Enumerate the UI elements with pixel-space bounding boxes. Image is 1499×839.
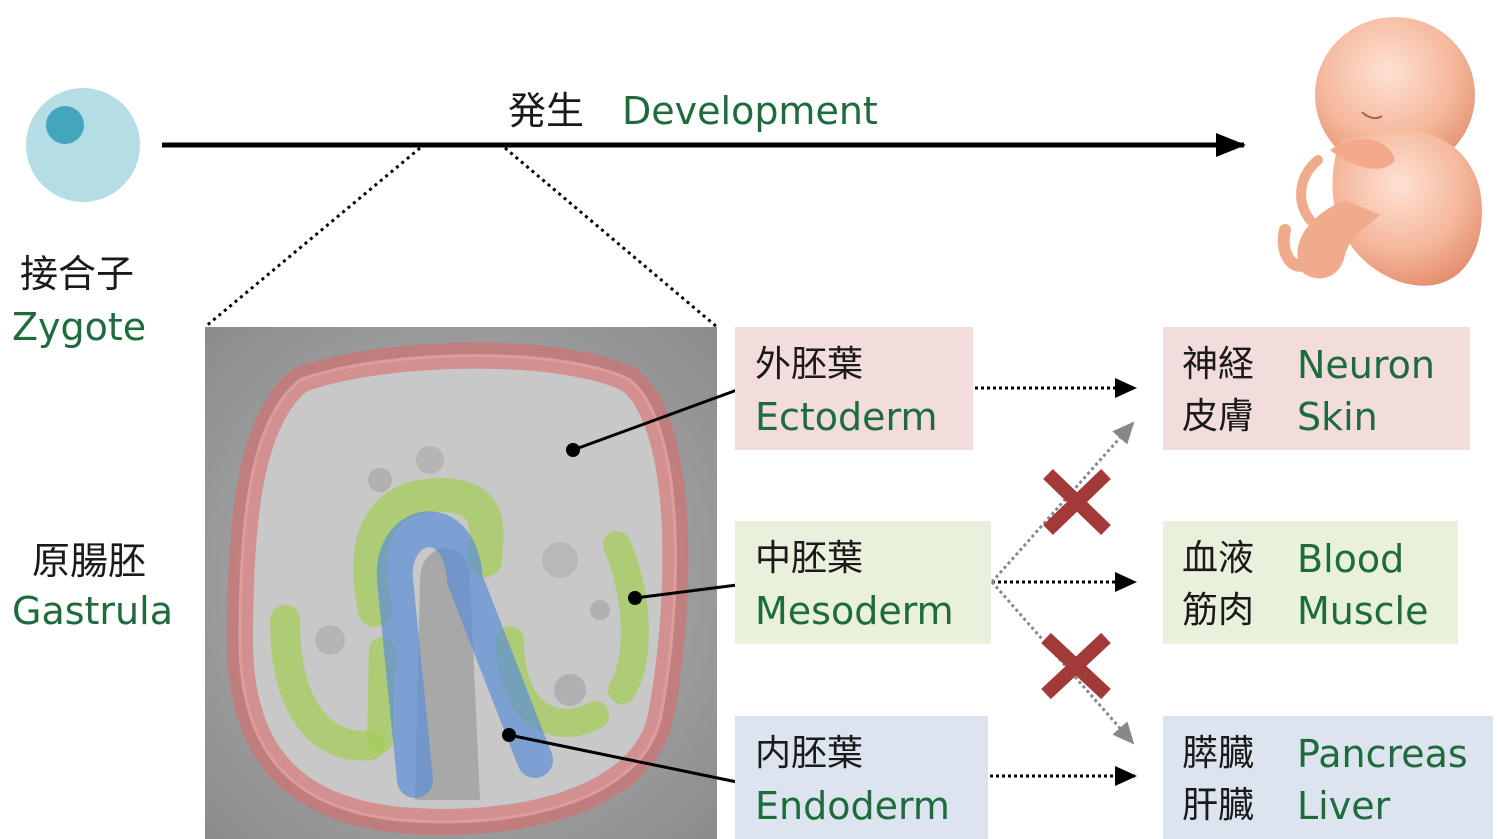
fate-neuron-en: Neuron	[1297, 346, 1435, 384]
fate-pancreas-en: Pancreas	[1297, 735, 1468, 773]
development-label-en: Development	[622, 92, 878, 130]
fate-neuron-jp: 神経	[1182, 347, 1254, 383]
mesoderm-to-ectoderm-fate-blocked	[992, 423, 1133, 582]
blocked-cross-icon	[1046, 638, 1106, 694]
fate-blood-jp: 血液	[1182, 541, 1254, 577]
fate-blood-en: Blood	[1297, 540, 1404, 578]
endoderm-box: 内胚葉 Endoderm	[735, 716, 988, 839]
mesoderm-box: 中胚葉 Mesoderm	[735, 521, 991, 644]
fate-arrows	[975, 388, 1135, 776]
mesoderm-label-en: Mesoderm	[755, 592, 954, 630]
mesoderm-fate-box: 血液 Blood 筋肉 Muscle	[1163, 521, 1458, 644]
endoderm-label-en: Endoderm	[755, 787, 950, 825]
mesoderm-label-jp: 中胚葉	[755, 541, 863, 577]
ectoderm-label-en: Ectoderm	[755, 398, 938, 436]
ectoderm-box: 外胚葉 Ectoderm	[735, 327, 973, 450]
fetus-illustration	[1284, 17, 1482, 286]
zygote-label-jp: 接合子	[20, 255, 134, 293]
ectoderm-fate-box: 神経 Neuron 皮膚 Skin	[1163, 327, 1470, 450]
zoom-line-right	[505, 148, 717, 327]
fate-pancreas-jp: 膵臓	[1182, 736, 1254, 772]
blocked-cross-icon	[1048, 474, 1106, 530]
fate-skin-jp: 皮膚	[1182, 399, 1254, 435]
development-label-jp: 発生	[508, 92, 584, 130]
zoom-line-left	[205, 148, 420, 327]
fate-muscle-jp: 筋肉	[1182, 593, 1254, 629]
fate-skin-en: Skin	[1297, 398, 1378, 436]
endoderm-label-jp: 内胚葉	[755, 736, 863, 772]
gastrula-label-en: Gastrula	[12, 592, 173, 630]
endoderm-fate-box: 膵臓 Pancreas 肝臓 Liver	[1163, 716, 1493, 839]
zygote-label-en: Zygote	[12, 308, 146, 346]
gastrula-label-jp: 原腸胚	[32, 542, 146, 580]
ectoderm-label-jp: 外胚葉	[755, 347, 863, 383]
fate-liver-en: Liver	[1297, 787, 1390, 825]
fate-liver-jp: 肝臓	[1182, 788, 1254, 824]
zygote-cell-icon	[26, 88, 140, 202]
fate-muscle-en: Muscle	[1297, 592, 1429, 630]
